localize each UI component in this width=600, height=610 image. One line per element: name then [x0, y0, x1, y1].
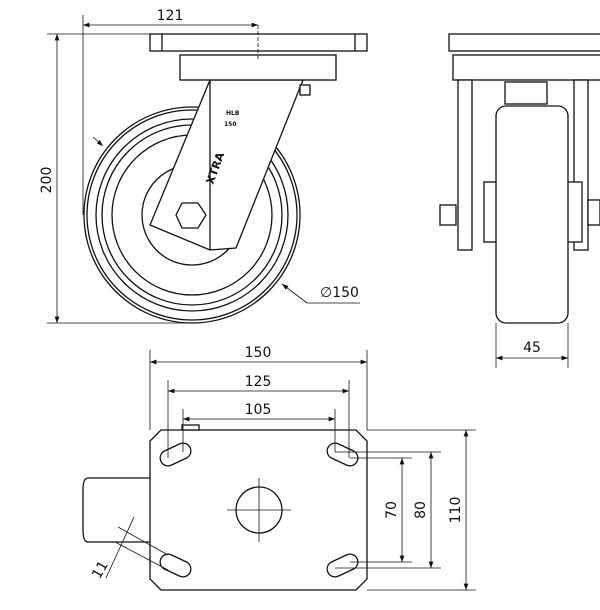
dim-200-label: 200 [39, 167, 55, 194]
dim-125-label: 125 [245, 374, 272, 390]
dim-80-label: 80 [413, 501, 429, 519]
fork-size-text: 150 [224, 121, 237, 128]
front-view [439, 33, 600, 324]
dim-offset: 121 [82, 8, 258, 215]
dim-105-label: 105 [245, 402, 272, 418]
side-view: HLB 150 XTRA [83, 25, 368, 324]
plan-dims: 150 125 105 70 80 110 11 [89, 345, 476, 591]
dim-110-label: 110 [448, 497, 464, 524]
grease-nipple [299, 84, 311, 96]
fork [149, 79, 304, 251]
dim-diameter: ∅150 [92, 136, 360, 304]
swivel-head [179, 54, 337, 81]
dim-150-diameter-label: ∅150 [320, 285, 359, 301]
dim-45-label: 45 [523, 340, 541, 356]
plan-view [82, 424, 368, 591]
dim-70-label: 70 [384, 501, 400, 519]
dim-wheel-width: 45 [495, 323, 569, 368]
stem [82, 477, 150, 543]
wheel-front [495, 105, 569, 324]
fork-model-text: HLB [226, 110, 240, 117]
dim-150-label: 150 [245, 345, 272, 361]
dim-height: 200 [39, 33, 192, 324]
dim-11-label: 11 [89, 558, 112, 581]
axle-nut-icon [175, 202, 207, 229]
top-plate [149, 33, 368, 52]
dim-121-label: 121 [157, 8, 184, 24]
